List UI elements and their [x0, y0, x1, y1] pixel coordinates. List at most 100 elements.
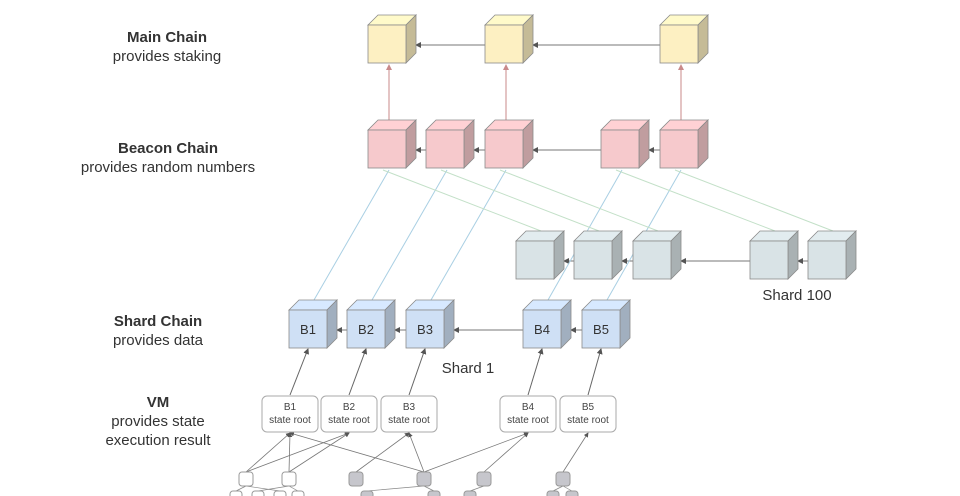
state-root-to-block-link: [587, 348, 603, 396]
shard100-to-beacon-link: [382, 169, 542, 232]
transaction-node: [281, 471, 297, 487]
transaction-node: [476, 471, 492, 487]
transaction-node: [416, 471, 432, 487]
shard1-label: Shard 1: [442, 360, 495, 377]
block-label: B5: [593, 322, 609, 337]
transaction-node: [229, 490, 243, 496]
transaction-node: [360, 490, 374, 496]
node-link: [562, 485, 573, 492]
state-root-box: B4 state root: [499, 395, 557, 433]
shard100-block: [807, 230, 857, 280]
shard-chain-subtitle: provides data: [112, 332, 204, 349]
beacon-chain-title: Beacon Chain: [117, 140, 219, 157]
state-root-block-label: B3: [403, 402, 416, 413]
shard100-to-beacon-link: [499, 169, 659, 232]
node-link: [366, 485, 425, 492]
main-chain-block: [367, 14, 417, 64]
main-chain-block: [659, 14, 709, 64]
vm-label: VM provides state execution result: [70, 393, 246, 450]
state-root-text: state root: [388, 415, 430, 426]
main-chain-subtitle: provides staking: [112, 48, 222, 65]
node-to-state-root-link: [245, 432, 350, 473]
state-root-box: B1 state root: [261, 395, 319, 433]
node-link: [235, 485, 247, 492]
state-root-box: B2 state root: [320, 395, 378, 433]
block-label: B4: [534, 322, 550, 337]
node-to-state-root-link: [245, 432, 291, 473]
node-to-state-root-link: [289, 431, 425, 473]
node-link: [288, 485, 299, 492]
transaction-node: [555, 471, 571, 487]
beacon-chain-block: [659, 119, 709, 169]
beacon-chain-block: [367, 119, 417, 169]
transaction-node: [546, 490, 560, 496]
connector-lines: [235, 42, 834, 492]
state-root-to-block-link: [289, 348, 309, 396]
shard100-to-beacon-link: [674, 169, 834, 232]
shard1-to-beacon-link: [371, 169, 448, 301]
beacon-chain-block: [484, 119, 534, 169]
state-root-block-label: B5: [582, 402, 595, 413]
shard1-block-b2: B2: [346, 299, 396, 349]
beacon-chain-block: [425, 119, 475, 169]
shard100-block: [573, 230, 623, 280]
node-link: [469, 485, 485, 492]
state-root-text: state root: [507, 415, 549, 426]
shard1-to-beacon-link: [313, 169, 390, 301]
shard100-to-beacon-link: [615, 169, 776, 232]
shard100-label: Shard 100: [762, 287, 831, 304]
vm-subtitle-line2: execution result: [105, 432, 211, 449]
node-link: [245, 485, 281, 492]
transaction-node: [291, 490, 305, 496]
block-label: B2: [358, 322, 374, 337]
state-root-text: state root: [567, 415, 609, 426]
block-label: B3: [417, 322, 433, 337]
transaction-node: [565, 490, 579, 496]
shard-chain-title: Shard Chain: [113, 313, 203, 330]
vm-title: VM: [146, 394, 170, 411]
transaction-node: [238, 471, 254, 487]
shard100-block: [515, 230, 565, 280]
beacon-chain-label: Beacon Chain provides random numbers: [60, 139, 276, 177]
node-link: [257, 485, 290, 492]
transaction-node: [273, 490, 287, 496]
shard100-to-beacon-link: [440, 169, 600, 232]
state-root-block-label: B1: [284, 402, 297, 413]
node-to-state-root-link: [355, 432, 410, 473]
state-root-to-block-link: [348, 348, 368, 396]
shard-chain-label: Shard Chain provides data: [70, 312, 246, 350]
shard1-block-b3: B3: [405, 299, 455, 349]
state-root-text: state root: [328, 415, 370, 426]
main-chain-block: [484, 14, 534, 64]
state-root-block-label: B2: [343, 402, 356, 413]
beacon-chain-block: [600, 119, 650, 169]
transaction-node: [251, 490, 265, 496]
state-root-block-label: B4: [522, 402, 535, 413]
vm-subtitle-line1: provides state: [111, 413, 205, 430]
transaction-node: [427, 490, 441, 496]
shard100-block: [632, 230, 682, 280]
shard1-block-b1: B1: [288, 299, 338, 349]
node-to-state-root-link: [287, 432, 293, 473]
node-to-state-root-link: [562, 432, 589, 473]
main-chain-title: Main Chain: [126, 29, 207, 46]
state-root-to-block-link: [527, 348, 544, 396]
node-link: [552, 485, 564, 492]
node-to-state-root-link: [408, 432, 425, 473]
block-cubes: B1 B2 B3 B4 B5: [288, 14, 857, 349]
transaction-node: [463, 490, 477, 496]
shard1-to-beacon-link: [430, 169, 507, 301]
state-root-box: B3 state root: [380, 395, 438, 433]
node-to-state-root-link: [483, 432, 529, 473]
shard1-block-b4: B4: [522, 299, 572, 349]
beacon-chain-subtitle: provides random numbers: [80, 159, 256, 176]
state-root-text: state root: [269, 415, 311, 426]
shard100-block: [749, 230, 799, 280]
transaction-node: [348, 471, 364, 487]
block-label: B1: [300, 322, 316, 337]
node-link: [423, 485, 435, 492]
main-chain-label: Main Chain provides staking: [70, 28, 264, 66]
shard1-block-b5: B5: [581, 299, 631, 349]
